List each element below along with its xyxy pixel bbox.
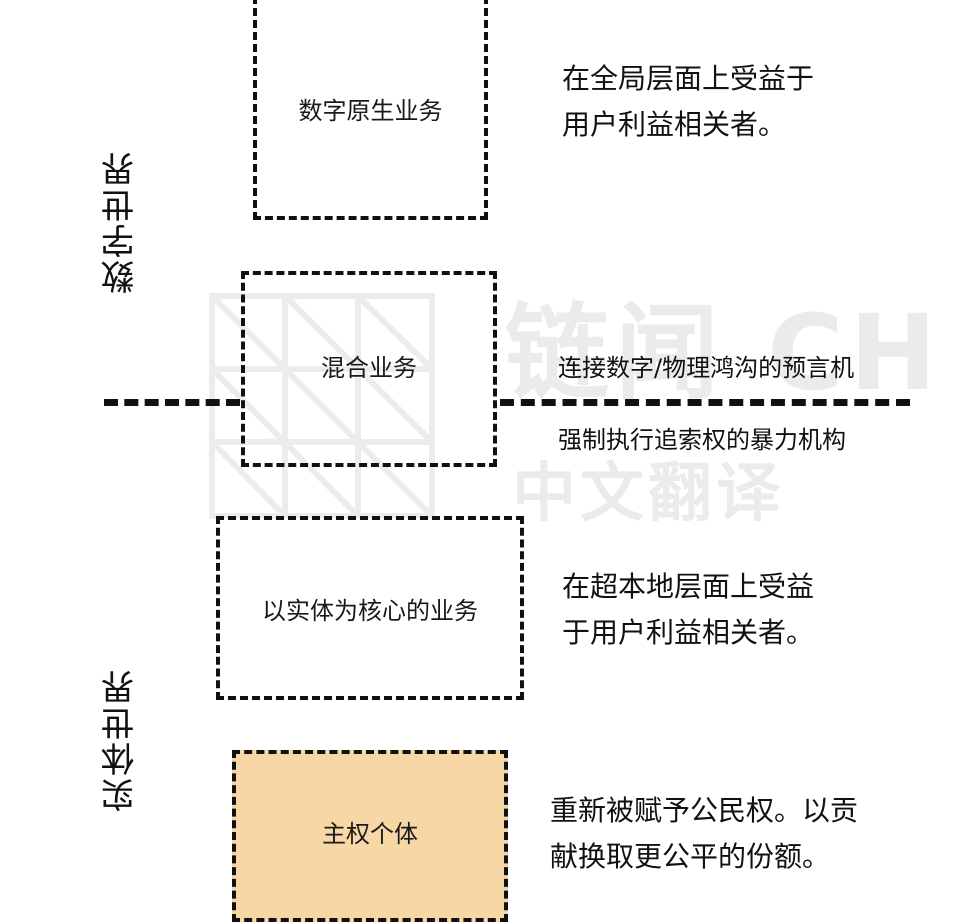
entity-centric-description-line: 于用户利益相关者。 [562, 616, 815, 649]
entity-centric-description: 在超本地层面上受益 于用户利益相关者。 [562, 564, 814, 656]
hybrid-business-label: 混合业务 [321, 353, 417, 382]
world-divider-left [104, 399, 240, 406]
entity-centric-business-label: 以实体为核心的业务 [262, 596, 478, 625]
hybrid-business-box: 混合业务 [241, 271, 497, 467]
digital-native-description: 在全局层面上受益于 用户利益相关者。 [562, 56, 814, 148]
sovereign-individual-box: 主权个体 [232, 750, 508, 922]
digital-native-description-line: 在全局层面上受益于 [562, 62, 815, 95]
physical-world-label: 实体世界 [101, 668, 141, 812]
watermark-subtext: 中文翻译 [512, 457, 784, 531]
digital-native-business-box: 数字原生业务 [253, 0, 488, 220]
digital-native-description-line: 用户利益相关者。 [562, 108, 787, 141]
sovereign-description: 重新被赋予公民权。以贡 献换取更公平的份额。 [550, 788, 858, 880]
sovereign-description-line: 献换取更公平的份额。 [550, 840, 831, 873]
sovereign-individual-label: 主权个体 [322, 819, 418, 848]
entity-centric-business-box: 以实体为核心的业务 [216, 516, 524, 700]
enforcement-description: 强制执行追索权的暴力机构 [558, 426, 846, 454]
digital-world-label: 数字世界 [101, 150, 141, 294]
watermark-text: 链闻 CH [505, 292, 943, 414]
world-divider-right [500, 399, 910, 406]
digital-native-business-label: 数字原生业务 [298, 96, 443, 125]
oracle-description: 连接数字/物理鸿沟的预言机 [558, 354, 855, 382]
entity-centric-description-line: 在超本地层面上受益 [562, 570, 815, 603]
sovereign-description-line: 重新被赋予公民权。以贡 [550, 794, 859, 827]
